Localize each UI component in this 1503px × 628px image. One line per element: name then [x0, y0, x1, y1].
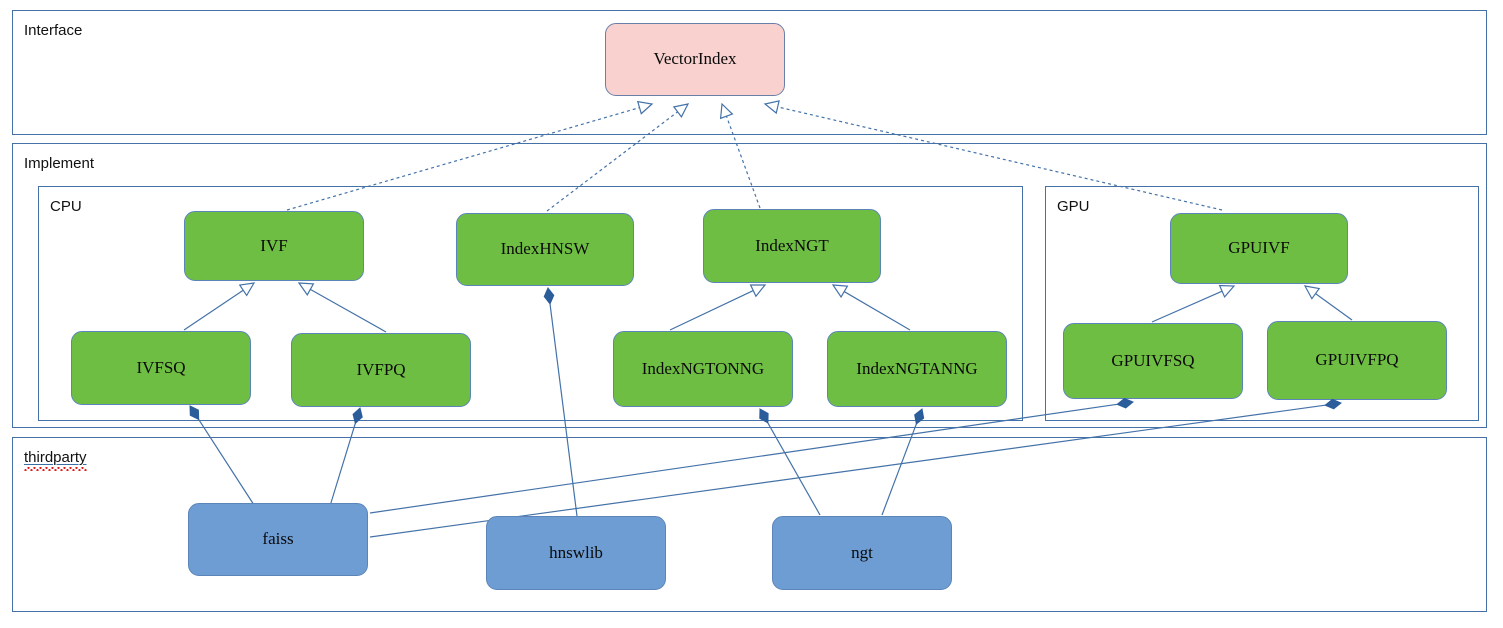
node-vectorindex[interactable]: VectorIndex — [605, 23, 785, 96]
node-label-gpuivfsq: GPUIVFSQ — [1111, 350, 1195, 370]
node-gpuivf[interactable]: GPUIVF — [1170, 213, 1348, 284]
node-ngt[interactable]: ngt — [772, 516, 952, 590]
node-label-ivf: IVF — [260, 235, 288, 255]
node-ivfsq[interactable]: IVFSQ — [71, 331, 251, 405]
node-indexhnsw[interactable]: IndexHNSW — [456, 213, 634, 286]
node-label-ivfpq: IVFPQ — [356, 359, 406, 379]
node-ivf[interactable]: IVF — [184, 211, 364, 281]
node-label-ngtonng: IndexNGTONNG — [641, 358, 765, 378]
node-label-gpuivf: GPUIVF — [1228, 238, 1290, 258]
node-label-ngt: ngt — [851, 542, 873, 562]
node-ivfpq[interactable]: IVFPQ — [291, 333, 471, 407]
node-label-gpuivfpq: GPUIVFPQ — [1315, 350, 1399, 370]
node-label-ngtanng: IndexNGTANNG — [856, 358, 978, 378]
spellcheck-squiggle-icon — [24, 467, 87, 471]
node-label-hnswlib: hnswlib — [549, 542, 603, 562]
node-hnswlib[interactable]: hnswlib — [486, 516, 666, 590]
node-gpuivfsq[interactable]: GPUIVFSQ — [1063, 323, 1243, 399]
node-label-indexngt: IndexNGT — [755, 235, 829, 255]
node-indexngt[interactable]: IndexNGT — [703, 209, 881, 283]
node-gpuivfpq[interactable]: GPUIVFPQ — [1267, 321, 1447, 400]
group-label-gpu: GPU — [1057, 198, 1090, 215]
group-label-thirdparty: thirdparty — [24, 450, 87, 471]
group-label-implement: Implement — [24, 155, 95, 172]
node-label-ivfsq: IVFSQ — [136, 357, 186, 377]
group-label-cpu: CPU — [50, 198, 82, 215]
node-faiss[interactable]: faiss — [188, 503, 368, 576]
node-label-faiss: faiss — [262, 529, 294, 549]
node-label-indexhnsw: IndexHNSW — [500, 239, 590, 259]
node-label-vectorindex: VectorIndex — [653, 49, 737, 69]
node-ngtonng[interactable]: IndexNGTONNG — [613, 331, 793, 407]
group-label-interface: Interface — [24, 22, 83, 39]
node-ngtanng[interactable]: IndexNGTANNG — [827, 331, 1007, 407]
